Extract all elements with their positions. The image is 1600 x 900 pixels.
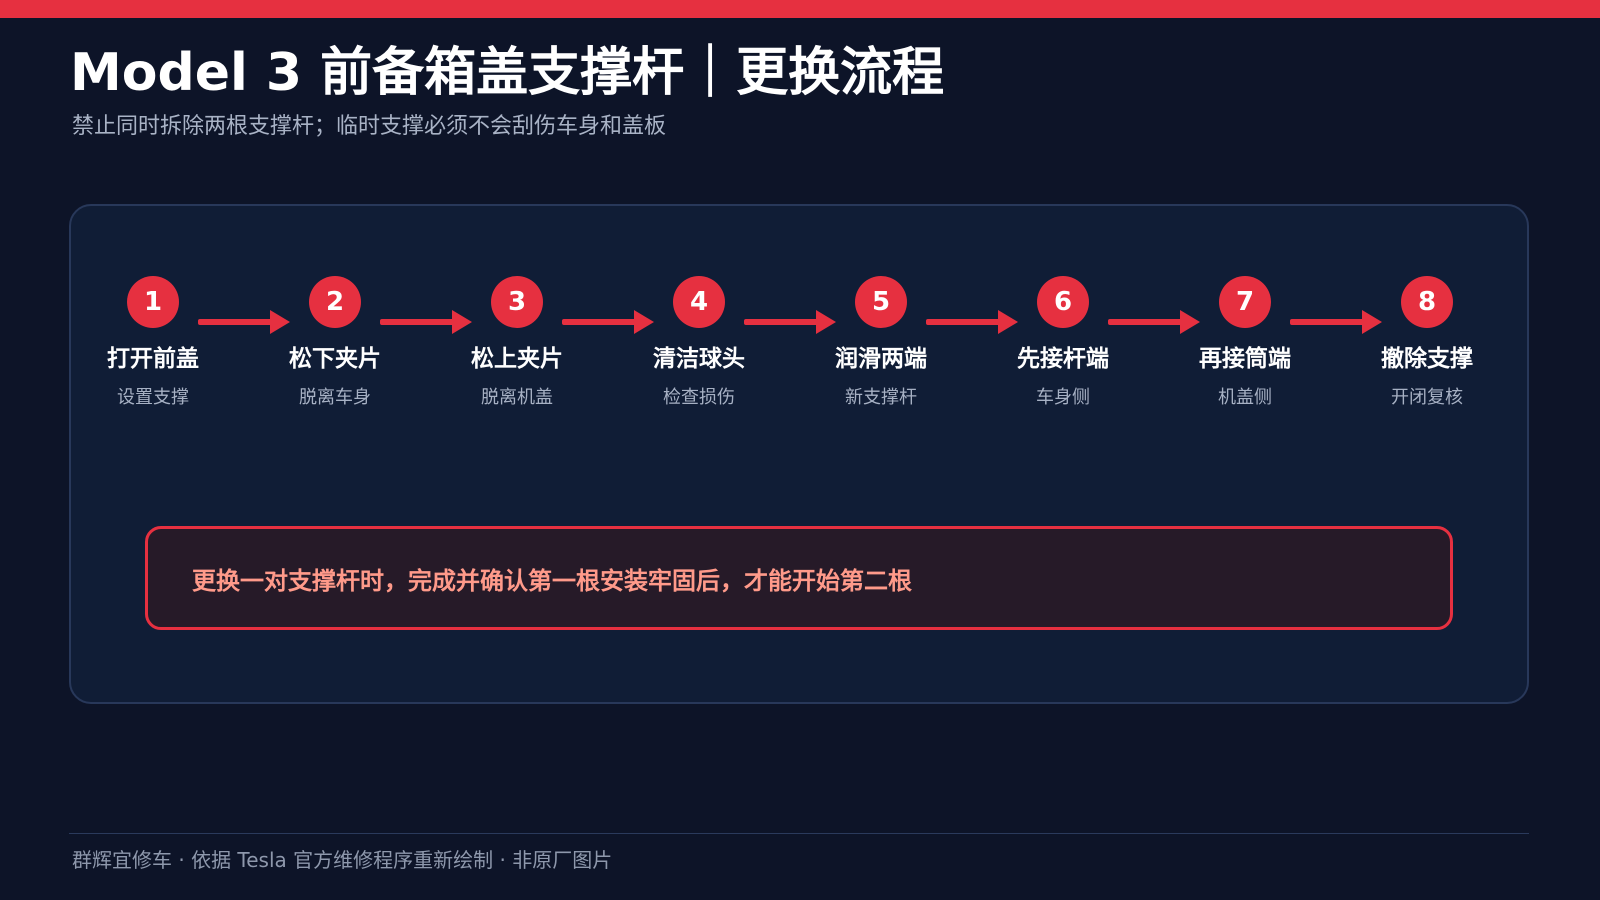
step-title: 松下夹片 bbox=[289, 346, 381, 372]
arrow-right-icon bbox=[380, 310, 472, 334]
arrow-right-icon bbox=[562, 310, 654, 334]
step-note: 机盖侧 bbox=[1218, 387, 1272, 408]
step-note: 车身侧 bbox=[1036, 387, 1090, 408]
arrow-right-icon bbox=[198, 310, 290, 334]
step-note: 设置支撑 bbox=[117, 387, 189, 408]
warning-text: 更换一对支撑杆时，完成并确认第一根安装牢固后，才能开始第二根 bbox=[192, 566, 912, 595]
step-note: 开闭复核 bbox=[1391, 387, 1463, 408]
arrow-right-icon bbox=[744, 310, 836, 334]
step-number-badge: 4 bbox=[673, 276, 725, 328]
top-accent-bar bbox=[0, 0, 1600, 18]
arrow-right-icon bbox=[1108, 310, 1200, 334]
step-title: 先接杆端 bbox=[1017, 346, 1109, 372]
step-7: 7 再接筒端 机盖侧 bbox=[1160, 276, 1330, 410]
step-title: 撤除支撑 bbox=[1381, 346, 1473, 372]
step-note: 新支撑杆 bbox=[845, 387, 917, 408]
step-title: 松上夹片 bbox=[471, 346, 563, 372]
step-4: 4 清洁球头 检查损伤 bbox=[614, 276, 784, 410]
step-2: 2 松下夹片 脱离车身 bbox=[250, 276, 420, 410]
step-number-badge: 8 bbox=[1401, 276, 1453, 328]
page-subtitle: 禁止同时拆除两根支撑杆；临时支撑必须不会刮伤车身和盖板 bbox=[72, 114, 667, 139]
step-note: 脱离车身 bbox=[299, 387, 371, 408]
step-title: 润滑两端 bbox=[835, 346, 927, 372]
step-8: 8 撤除支撑 开闭复核 bbox=[1342, 276, 1512, 410]
warning-callout: 更换一对支撑杆时，完成并确认第一根安装牢固后，才能开始第二根 bbox=[145, 526, 1453, 630]
step-number-badge: 6 bbox=[1037, 276, 1089, 328]
step-title: 清洁球头 bbox=[653, 346, 745, 372]
step-note: 检查损伤 bbox=[663, 387, 735, 408]
step-title: 再接筒端 bbox=[1199, 346, 1291, 372]
arrow-right-icon bbox=[926, 310, 1018, 334]
footer-credit: 群辉宜修车 · 依据 Tesla 官方维修程序重新绘制 · 非原厂图片 bbox=[72, 848, 613, 872]
footer-divider bbox=[69, 833, 1529, 834]
step-3: 3 松上夹片 脱离机盖 bbox=[432, 276, 602, 410]
step-note: 脱离机盖 bbox=[481, 387, 553, 408]
step-6: 6 先接杆端 车身侧 bbox=[978, 276, 1148, 410]
step-number-badge: 3 bbox=[491, 276, 543, 328]
step-5: 5 润滑两端 新支撑杆 bbox=[796, 276, 966, 410]
step-number-badge: 1 bbox=[127, 276, 179, 328]
step-title: 打开前盖 bbox=[107, 346, 199, 372]
arrow-right-icon bbox=[1290, 310, 1382, 334]
step-number-badge: 5 bbox=[855, 276, 907, 328]
step-1: 1 打开前盖 设置支撑 bbox=[68, 276, 238, 410]
process-panel: 1 打开前盖 设置支撑 2 松下夹片 脱离车身 3 松上夹片 脱离机盖 4 清洁… bbox=[69, 204, 1529, 704]
page-title: Model 3 前备箱盖支撑杆｜更换流程 bbox=[70, 43, 945, 103]
step-number-badge: 7 bbox=[1219, 276, 1271, 328]
step-number-badge: 2 bbox=[309, 276, 361, 328]
